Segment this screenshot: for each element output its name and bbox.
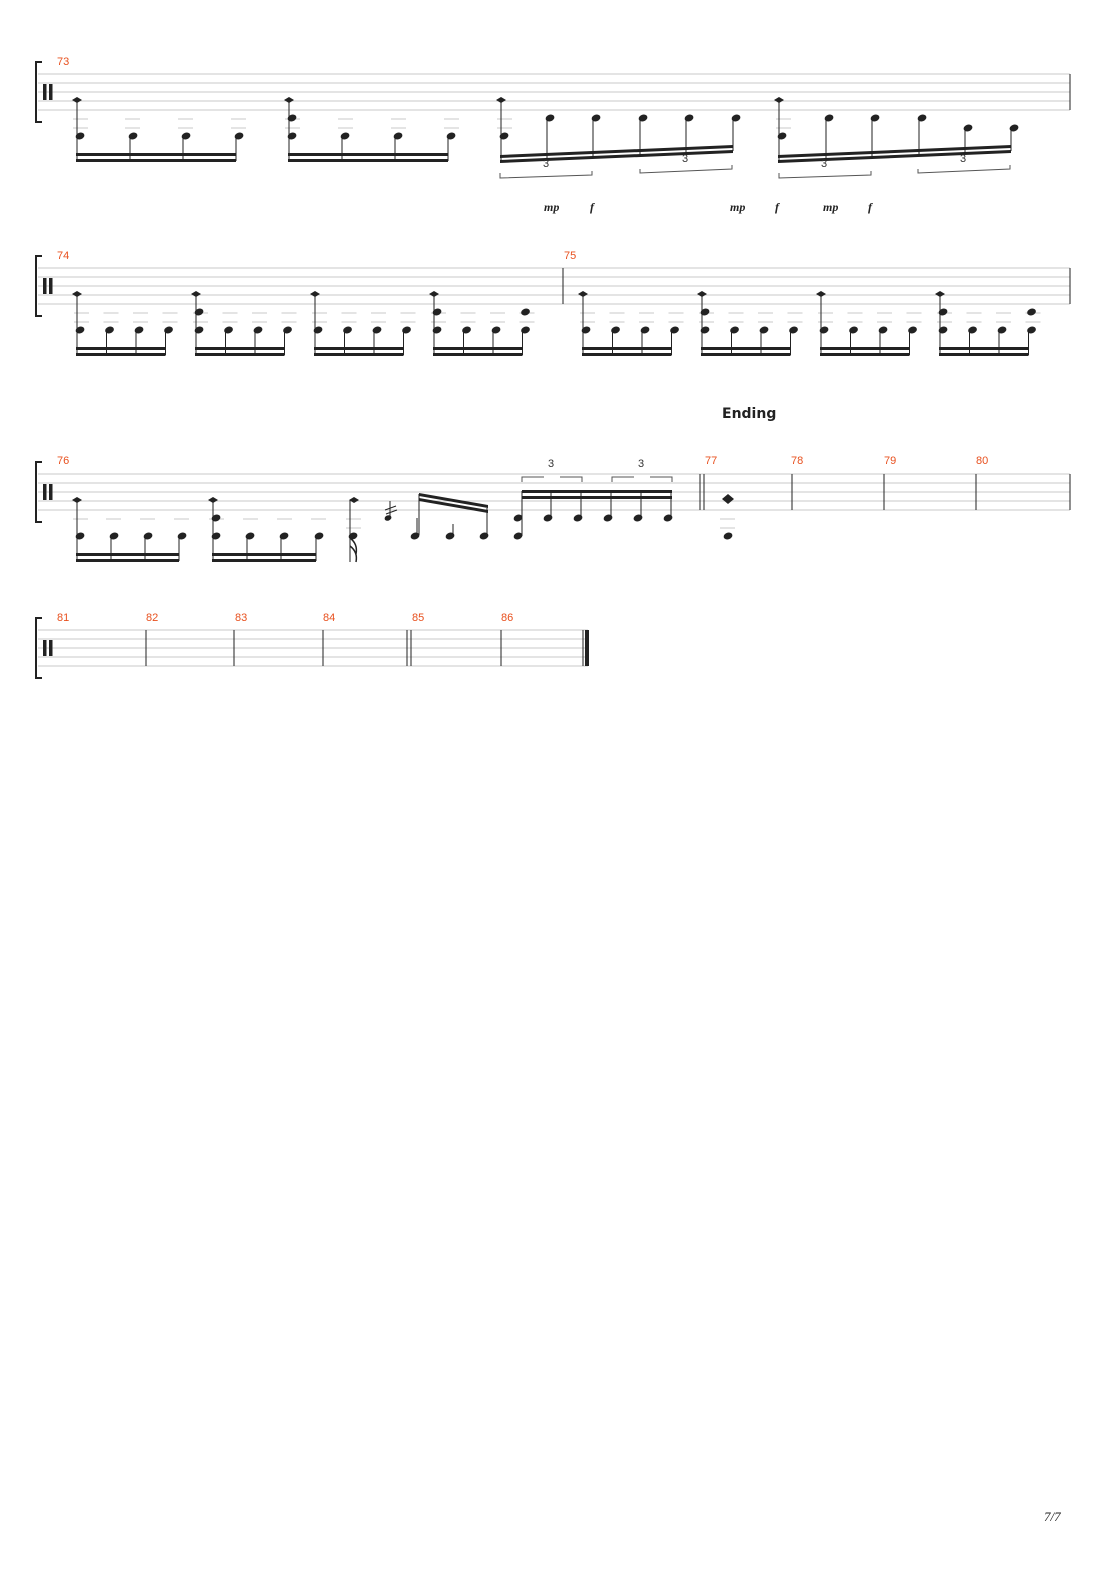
beat-group — [935, 291, 1041, 356]
dynamic-marking: mp — [730, 200, 745, 214]
measure-number: 78 — [791, 455, 803, 467]
dynamic-marking: f — [868, 200, 873, 214]
tuplet-number: 3 — [821, 158, 827, 170]
barlines — [145, 630, 584, 666]
measure-number: 75 — [564, 250, 576, 262]
measure-number: 86 — [501, 612, 513, 624]
measure-number: 79 — [884, 455, 896, 467]
dynamic-marking: f — [590, 200, 595, 214]
system-4: 81 82 83 84 85 86 — [35, 612, 589, 679]
tuplet-number: 3 — [682, 153, 688, 165]
system-2: 74 75 — [35, 250, 1071, 356]
tuplet-number: 3 — [548, 458, 554, 470]
measure-number: 80 — [976, 455, 988, 467]
whole-note-hit — [722, 494, 734, 540]
tuplet-brackets — [521, 476, 673, 482]
flagged-note — [348, 497, 359, 563]
system-bracket — [35, 617, 42, 679]
beat-group — [191, 291, 297, 356]
system-bracket — [35, 461, 42, 523]
beat-group — [774, 97, 1019, 163]
final-barline — [585, 630, 589, 666]
ledger-lines — [73, 518, 735, 529]
beat-group — [816, 291, 922, 356]
measure-number: 74 — [57, 250, 69, 262]
ledger-lines — [73, 118, 791, 129]
beat-group — [284, 97, 456, 162]
measure-number: 82 — [146, 612, 158, 624]
system-bracket — [35, 61, 42, 123]
beat-group — [429, 291, 535, 356]
beat-group — [72, 497, 187, 562]
dynamic-marking: f — [775, 200, 780, 214]
staff-lines — [38, 73, 1070, 111]
tuplet-number: 3 — [960, 153, 966, 165]
page-number: 7/7 — [1044, 1509, 1061, 1524]
beat-group — [72, 291, 178, 356]
tuplet-number: 3 — [543, 158, 549, 170]
measure-number: 83 — [235, 612, 247, 624]
tuplet-brackets — [499, 165, 1011, 179]
beat-group — [496, 97, 741, 163]
measure-number: 77 — [705, 455, 717, 467]
measure-number: 85 — [412, 612, 424, 624]
section-label: Ending — [722, 406, 776, 422]
system-3: Ending 76 77 78 79 80 — [35, 406, 1071, 563]
system-1: 73 — [35, 56, 1071, 214]
percussion-clef — [43, 278, 53, 294]
staff-lines — [38, 267, 1070, 305]
beat-group — [410, 493, 489, 540]
measure-number: 81 — [57, 612, 69, 624]
beat-groups — [72, 291, 1041, 356]
tuplet-number: 3 — [638, 458, 644, 470]
measure-number: 76 — [57, 455, 69, 467]
staff-lines — [38, 629, 588, 667]
beat-group — [578, 291, 684, 356]
measure-number: 84 — [323, 612, 335, 624]
dynamic-marking: mp — [544, 200, 559, 214]
percussion-clef — [43, 84, 53, 100]
beat-group — [208, 497, 324, 562]
percussion-clef — [43, 640, 53, 656]
measure-number: 73 — [57, 56, 69, 68]
double-barline — [699, 474, 705, 510]
beat-group — [310, 291, 416, 356]
system-bracket — [35, 255, 42, 317]
beat-group — [72, 97, 244, 162]
beat-group — [513, 490, 673, 540]
beat-group — [697, 291, 803, 356]
percussion-clef — [43, 484, 53, 500]
dynamic-marking: mp — [823, 200, 838, 214]
grace-note — [384, 501, 398, 521]
